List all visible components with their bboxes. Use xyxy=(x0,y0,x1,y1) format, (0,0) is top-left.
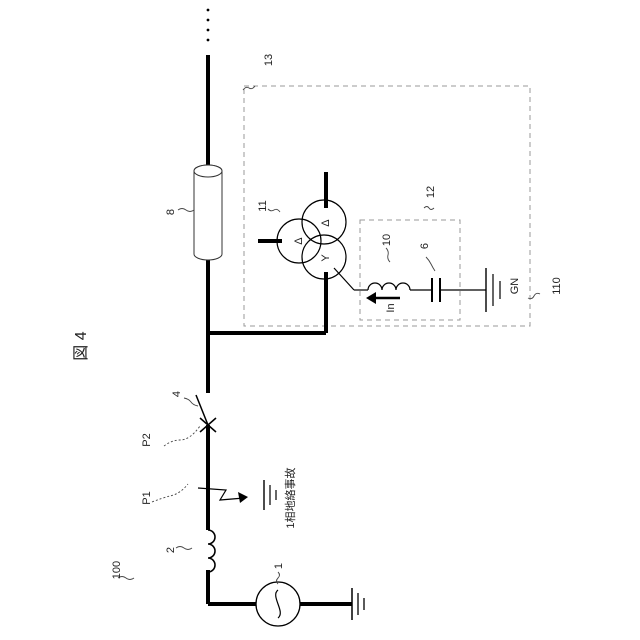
leader-12 xyxy=(424,207,434,210)
neutral-lead xyxy=(334,268,354,290)
label-p2: P2 xyxy=(141,433,153,446)
leader-8 xyxy=(178,209,194,212)
fault-lightning-icon xyxy=(198,488,244,500)
coil-icon xyxy=(368,283,410,290)
label-12: 12 xyxy=(425,186,437,198)
continuation-dots xyxy=(207,9,210,42)
figure-title: 図 4 xyxy=(73,331,90,360)
ground-icon-gn xyxy=(486,268,500,312)
label-13: 13 xyxy=(263,54,275,66)
delta-symbol-1: Δ xyxy=(320,219,332,227)
fault-arrow-head xyxy=(238,492,248,503)
label-fault-text: 1相地絡事故 xyxy=(283,467,297,528)
label-11: 11 xyxy=(257,200,269,211)
label-8: 8 xyxy=(165,209,177,215)
leader-13 xyxy=(243,86,255,90)
label-2: 2 xyxy=(165,547,177,553)
wye-symbol: Y xyxy=(320,254,332,262)
leader-4 xyxy=(184,398,198,406)
leader-2 xyxy=(176,547,192,550)
source-ground-icon xyxy=(352,588,364,620)
leader-11 xyxy=(268,209,280,212)
ac-source-icon xyxy=(256,582,300,626)
label-4: 4 xyxy=(171,391,183,397)
delta-symbol-2: Δ xyxy=(293,237,305,245)
series-unit-box xyxy=(360,220,460,320)
reactor-icon xyxy=(208,530,215,572)
label-1: 1 xyxy=(273,563,285,569)
leader-p1 xyxy=(152,484,188,502)
cable-icon xyxy=(194,165,222,260)
leader-p2 xyxy=(164,426,200,446)
label-gn: GN xyxy=(509,278,521,295)
label-100: 100 xyxy=(111,561,123,579)
label-p1: P1 xyxy=(141,491,153,504)
transformer-icon xyxy=(258,172,346,279)
current-arrow-icon xyxy=(366,292,400,304)
leader-10 xyxy=(386,248,390,262)
fault-ground-icon xyxy=(264,480,276,510)
label-in: In xyxy=(385,303,397,312)
leader-6 xyxy=(426,257,435,271)
label-10: 10 xyxy=(381,234,393,246)
substation-box xyxy=(244,86,530,326)
label-110: 110 xyxy=(551,277,563,295)
capacitor-icon xyxy=(432,278,440,302)
label-6: 6 xyxy=(419,243,431,249)
